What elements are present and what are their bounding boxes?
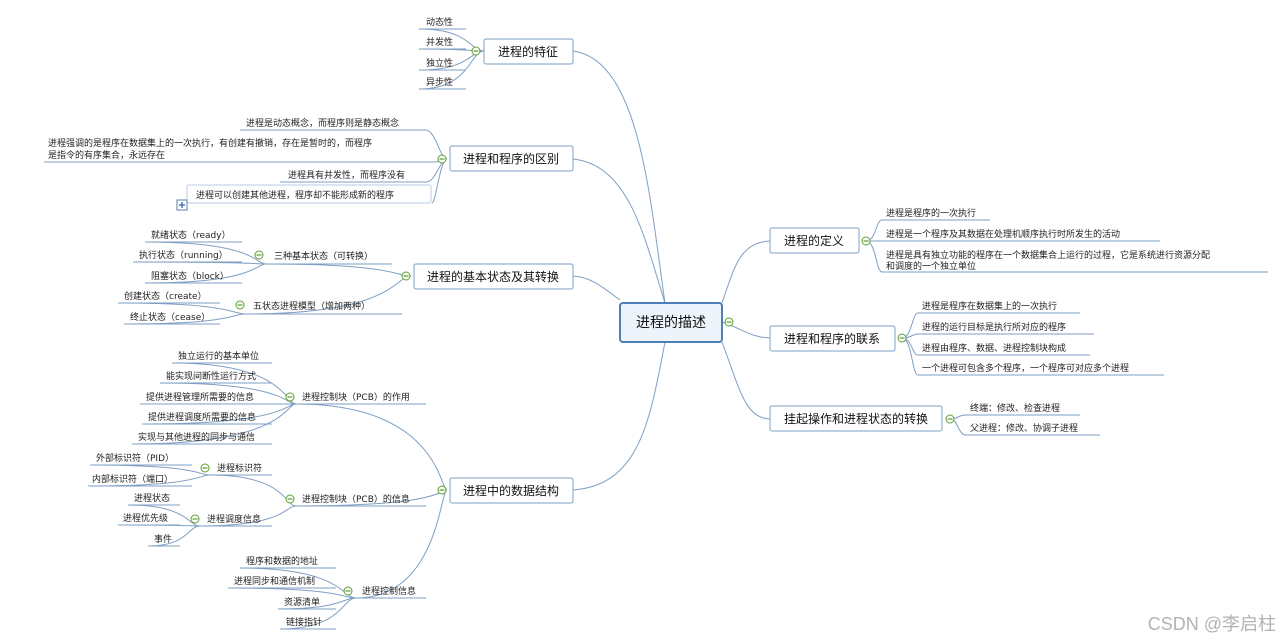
leaf-item: 阻塞状态（block）	[151, 270, 229, 282]
collapse-minus-icon[interactable]	[285, 494, 295, 504]
branch-definition-label: 进程的定义	[784, 233, 844, 248]
collapse-minus-icon[interactable]	[897, 333, 907, 343]
collapse-minus-icon[interactable]	[235, 300, 245, 310]
leaf-item: 创建状态（create）	[124, 290, 207, 302]
collapse-minus-icon[interactable]	[200, 463, 210, 473]
leaf-item: 进程优先级	[123, 512, 168, 524]
expand-plus-icon[interactable]	[176, 199, 188, 211]
leaf-item: 进程强调的是程序在数据集上的一次执行，有创建有撤销，存在是暂时的，而程序	[48, 137, 372, 149]
leaf-item: 父进程：修改、协调子进程	[970, 422, 1078, 434]
leaf-item: 独立运行的基本单位	[178, 350, 259, 362]
branch-suspend[interactable]: 挂起操作和进程状态的转换	[769, 405, 943, 432]
collapse-minus-icon[interactable]	[254, 250, 264, 260]
central-topic-label: 进程的描述	[636, 315, 706, 331]
subtopic-label: 进程调度信息	[207, 513, 261, 525]
leaf-item: 终止状态（cease）	[130, 311, 210, 323]
branch-states[interactable]: 进程的基本状态及其转换	[413, 263, 574, 290]
connector-lines	[44, 28, 1268, 630]
leaf-item: 能实现间断性运行方式	[166, 370, 256, 382]
central-topic[interactable]: 进程的描述	[619, 302, 723, 343]
collapse-minus-icon[interactable]	[401, 271, 411, 281]
branch-relation[interactable]: 进程和程序的联系	[769, 325, 896, 352]
branch-suspend-label: 挂起操作和进程状态的转换	[784, 411, 928, 426]
collapse-minus-icon[interactable]	[861, 236, 871, 246]
leaf-item: 进程由程序、数据、进程控制块构成	[922, 342, 1066, 354]
leaf-item: 进程是具有独立功能的程序在一个数据集合上运行的过程，它是系统进行资源分配	[886, 249, 1210, 261]
leaf-item: 终端：修改、检查进程	[970, 402, 1060, 414]
collapse-minus-icon[interactable]	[437, 154, 447, 164]
branch-program-diff-label: 进程和程序的区别	[463, 151, 559, 166]
branch-data-struct[interactable]: 进程中的数据结构	[449, 477, 574, 504]
leaf-item: 提供进程管理所需要的信息	[146, 391, 254, 403]
leaf-item: 是指令的有序集合，永远存在	[48, 149, 165, 161]
leaf-item: 进程可以创建其他进程，程序却不能形成新的程序	[196, 189, 394, 201]
leaf-item: 执行状态（running）	[139, 249, 228, 261]
branch-states-label: 进程的基本状态及其转换	[427, 269, 559, 284]
leaf-item: 进程的运行目标是执行所对应的程序	[922, 321, 1066, 333]
branch-features-label: 进程的特征	[498, 44, 558, 59]
leaf-item: 进程状态	[134, 492, 170, 504]
leaf-item: 动态性	[426, 16, 453, 28]
collapse-minus-icon[interactable]	[945, 414, 955, 424]
leaf-item: 一个进程可包含多个程序，一个程序可对应多个进程	[922, 362, 1129, 374]
leaf-item: 进程是程序的一次执行	[886, 207, 976, 219]
leaf-item: 事件	[154, 533, 172, 545]
leaf-item: 进程是程序在数据集上的一次执行	[922, 300, 1057, 312]
leaf-item: 独立性	[426, 57, 453, 69]
subtopic-label: 三种基本状态（可转换）	[274, 250, 373, 262]
subtopic-label: 进程标识符	[217, 462, 262, 474]
leaf-item: 并发性	[426, 36, 453, 48]
collapse-minus-icon[interactable]	[437, 485, 447, 495]
subtopic-label: 进程控制信息	[362, 585, 416, 597]
subtopic-label: 进程控制块（PCB）的信息	[302, 493, 410, 505]
branch-features[interactable]: 进程的特征	[483, 38, 574, 65]
collapse-minus-icon[interactable]	[285, 392, 295, 402]
leaf-item: 实现与其他进程的同步与通信	[138, 431, 255, 443]
leaf-item: 链接指针	[286, 616, 322, 628]
leaf-item: 外部标识符（PID）	[96, 452, 174, 464]
leaf-item: 和调度的一个独立单位	[886, 260, 976, 272]
collapse-minus-icon[interactable]	[343, 586, 353, 596]
leaf-item: 进程同步和通信机制	[234, 575, 315, 587]
branch-relation-label: 进程和程序的联系	[784, 331, 880, 346]
leaf-item: 内部标识符（端口）	[92, 473, 173, 485]
collapse-minus-icon[interactable]	[724, 317, 734, 327]
leaf-item: 程序和数据的地址	[246, 555, 318, 567]
leaf-item: 进程是一个程序及其数据在处理机顺序执行时所发生的活动	[886, 228, 1120, 240]
subtopic-label: 五状态进程模型（增加两种）	[253, 300, 370, 312]
branch-data-struct-label: 进程中的数据结构	[463, 483, 559, 498]
leaf-item: 资源清单	[284, 596, 320, 608]
collapse-minus-icon[interactable]	[190, 514, 200, 524]
watermark: CSDN @李启柱	[1148, 614, 1276, 634]
branch-definition[interactable]: 进程的定义	[769, 227, 860, 254]
collapse-minus-icon[interactable]	[471, 46, 481, 56]
leaf-item: 进程是动态概念，而程序则是静态概念	[246, 117, 399, 129]
leaf-item: 进程具有并发性，而程序没有	[288, 169, 405, 181]
branch-program-diff[interactable]: 进程和程序的区别	[449, 145, 574, 172]
leaf-selected[interactable]: 进程可以创建其他进程，程序却不能形成新的程序	[186, 184, 432, 204]
leaf-item: 就绪状态（ready）	[151, 229, 231, 241]
subtopic-label: 进程控制块（PCB）的作用	[302, 391, 410, 403]
leaf-item: 提供进程调度所需要的信息	[148, 411, 256, 423]
leaf-item: 异步性	[426, 76, 453, 88]
